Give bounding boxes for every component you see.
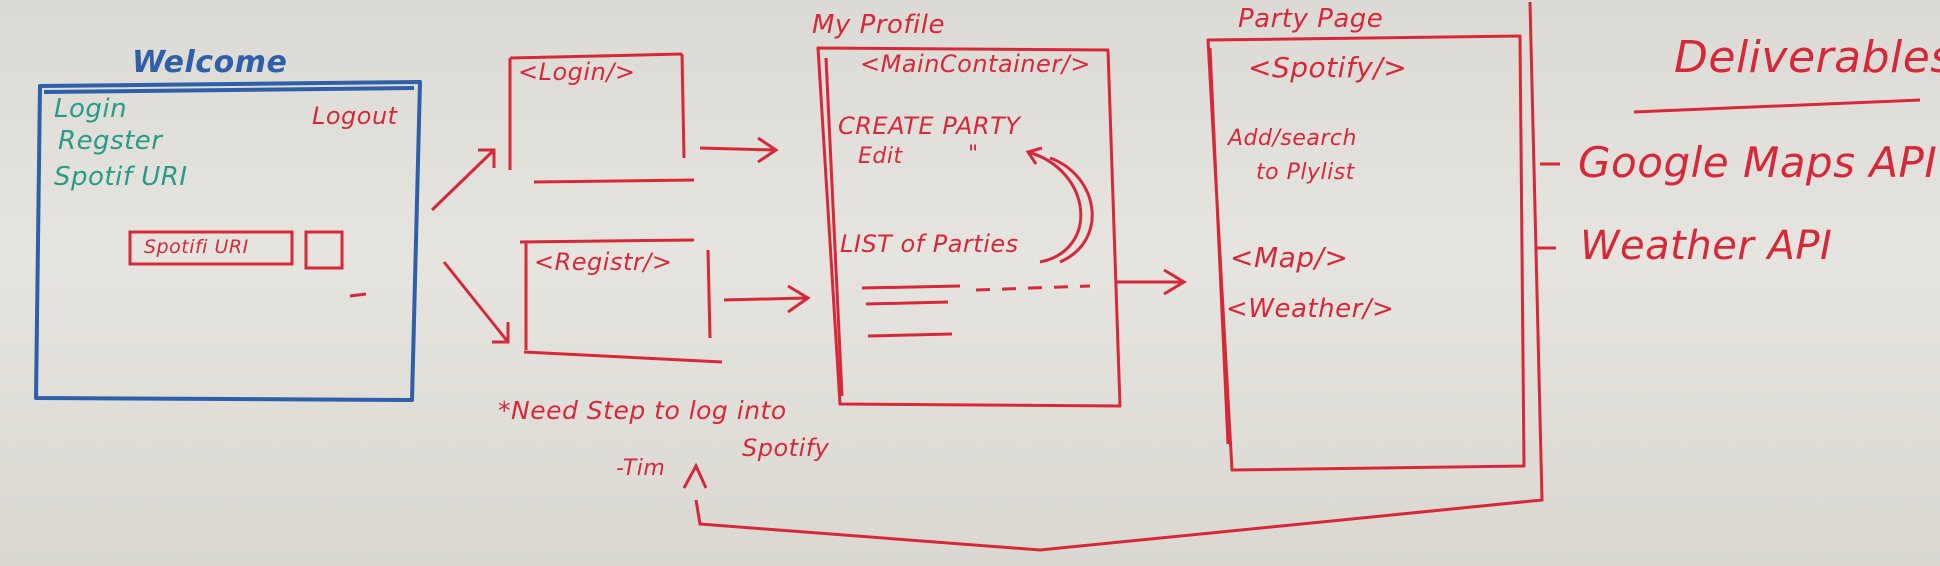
- login-component-label: <Login/>: [518, 58, 636, 86]
- dash-mark: [349, 292, 367, 298]
- note-signature: -Tim: [616, 456, 666, 481]
- arrow-to-login: [430, 148, 496, 212]
- welcome-title: Welcome: [132, 45, 288, 80]
- main-container-label: <MainContainer/>: [860, 50, 1091, 78]
- ditto-mark: ": [968, 142, 979, 167]
- profile-box: [816, 46, 1122, 408]
- list-of-parties-label: LIST of Parties: [840, 230, 1019, 258]
- party-page-title: Party Page: [1238, 4, 1384, 34]
- party-list-line-3: [867, 332, 953, 338]
- loop-arrow-up: [682, 462, 708, 489]
- spotify-login-note-2: Spotify: [742, 434, 830, 462]
- deliverable-item-google-maps: Google Maps API: [1578, 138, 1938, 187]
- spotify-uri-small-box: [304, 230, 344, 270]
- arrow-to-register: [442, 261, 510, 344]
- dashed-link: [975, 284, 1091, 292]
- register-box: [519, 238, 723, 364]
- spotify-component-label: <Spotify/>: [1248, 51, 1408, 84]
- loop-tick: [1536, 162, 1560, 250]
- logout-link[interactable]: Logout: [312, 102, 398, 130]
- curved-arrow-2: [1049, 156, 1094, 264]
- spotify-login-note: *Need Step to log into: [498, 396, 787, 425]
- map-component-label: <Map/>: [1230, 241, 1349, 274]
- spotify-uri-button-label[interactable]: Spotifi URI: [144, 236, 249, 258]
- party-list-line-1: [861, 284, 961, 290]
- arrow-register-to-profile: [723, 284, 811, 314]
- edit-party-button[interactable]: Edit: [858, 144, 903, 169]
- login-link[interactable]: Login: [54, 94, 128, 124]
- deliverables-title: Deliverables: [1674, 32, 1940, 83]
- party-list-line-2: [865, 300, 949, 306]
- spotify-uri-button-outline: [128, 230, 294, 266]
- create-party-button[interactable]: CREATE PARTY: [838, 112, 1021, 140]
- party-outer-loop: [694, 1, 1544, 552]
- deliverables-underline: [1633, 98, 1921, 114]
- my-profile-title: My Profile: [812, 10, 945, 40]
- register-link[interactable]: Regster: [58, 126, 163, 156]
- party-page-box: [1206, 34, 1526, 472]
- spotify-uri-label: Spotif URI: [54, 162, 188, 192]
- welcome-box: [34, 80, 422, 402]
- register-component-label: <Registr/>: [534, 248, 673, 276]
- weather-component-label: <Weather/>: [1226, 294, 1395, 324]
- profile-inner-left: [824, 57, 844, 397]
- arrow-profile-to-party: [1116, 268, 1187, 296]
- deliverable-item-weather: Weather API: [1580, 223, 1833, 269]
- arrow-login-to-profile: [699, 136, 779, 164]
- curved-arrow: [1025, 146, 1083, 264]
- add-search-label-2: to Plylist: [1256, 160, 1355, 185]
- login-box: [508, 52, 695, 184]
- add-search-label-1: Add/search: [1228, 126, 1357, 151]
